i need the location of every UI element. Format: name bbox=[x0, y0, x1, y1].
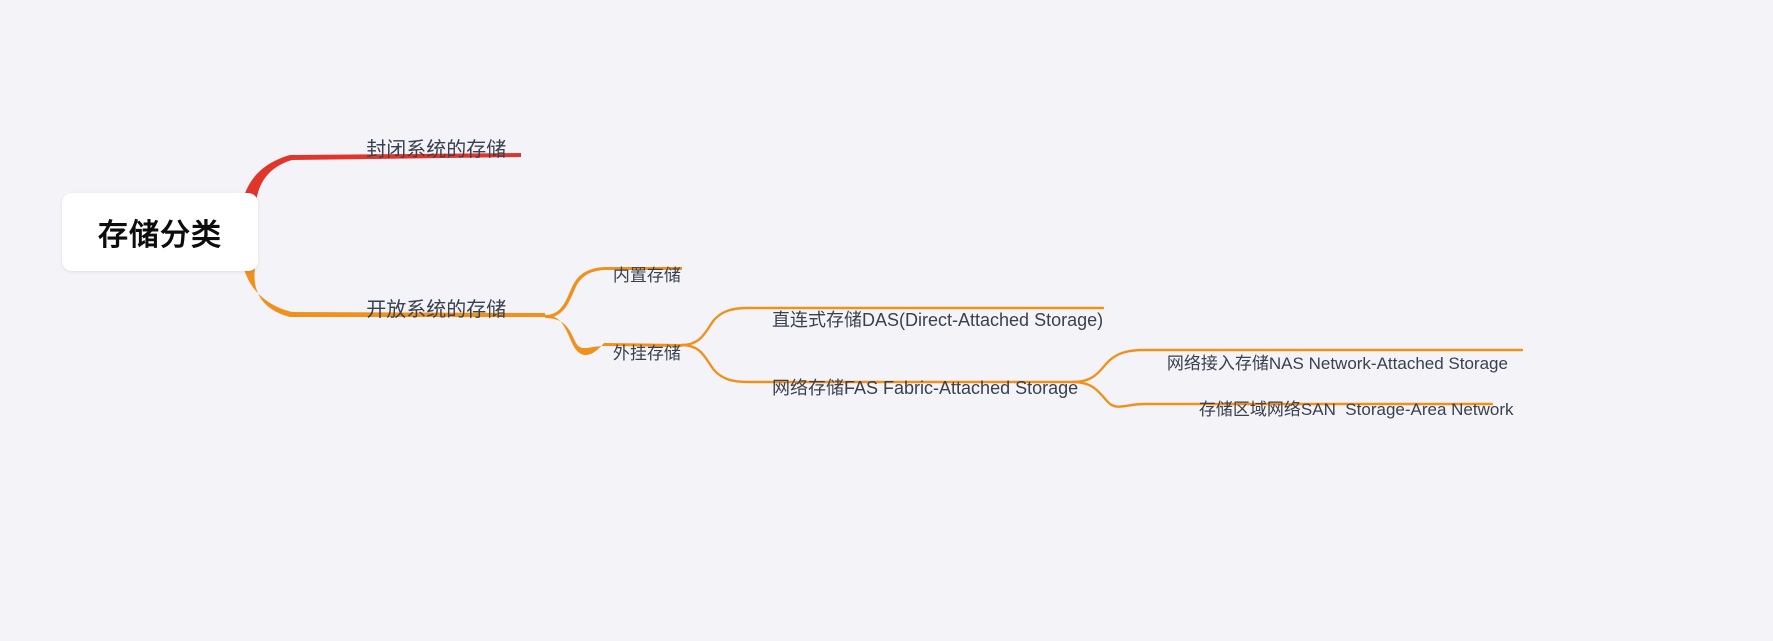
topic-label: 网络接入存储NAS Network-Attached Storage bbox=[1166, 354, 1508, 374]
topic-internal-storage[interactable]: 内置存储 bbox=[594, 246, 681, 307]
topic-san[interactable]: 存储区域网络SAN Storage-Area Network bbox=[1180, 380, 1514, 441]
topic-external-storage[interactable]: 外挂存储 bbox=[594, 324, 681, 385]
root-node-label: 存储分类 bbox=[98, 219, 222, 252]
topic-label: 网络存储FAS Fabric-Attached Storage bbox=[772, 377, 1079, 398]
topic-label: 开放系统的存储 bbox=[366, 299, 507, 321]
topic-label: 存储区域网络SAN Storage-Area Network bbox=[1198, 400, 1514, 420]
topic-label: 封闭系统的存储 bbox=[366, 139, 507, 161]
topic-label: 内置存储 bbox=[612, 266, 681, 286]
topic-fas[interactable]: 网络存储FAS Fabric-Attached Storage bbox=[752, 356, 1078, 421]
root-node[interactable]: 存储分类 bbox=[62, 193, 258, 271]
topic-label: 直连式存储DAS(Direct-Attached Storage) bbox=[772, 309, 1104, 330]
topic-nas[interactable]: 网络接入存储NAS Network-Attached Storage bbox=[1148, 334, 1508, 395]
topic-das[interactable]: 直连式存储DAS(Direct-Attached Storage) bbox=[752, 288, 1103, 353]
topic-closed-system-storage[interactable]: 封闭系统的存储 bbox=[344, 114, 506, 186]
topic-label: 外挂存储 bbox=[612, 344, 681, 364]
topic-open-system-storage[interactable]: 开放系统的存储 bbox=[344, 274, 506, 346]
